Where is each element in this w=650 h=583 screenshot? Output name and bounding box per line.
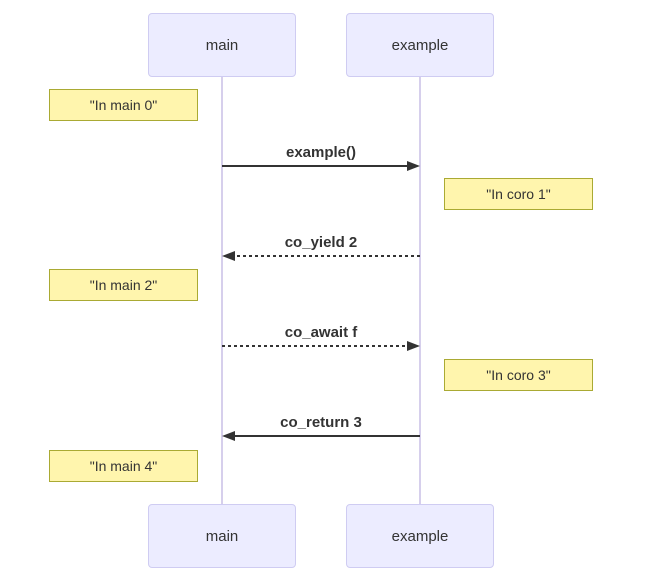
message-label-co-yield: co_yield 2 <box>284 234 358 251</box>
participant-box-example-top: example <box>346 13 494 77</box>
participant-label-main: main <box>205 527 239 545</box>
note-text: "In main 0" <box>89 97 158 113</box>
note-text: "In coro 3" <box>486 367 551 383</box>
participant-box-example-bottom: example <box>346 504 494 568</box>
note-in-main-2: "In main 2" <box>49 269 198 301</box>
note-text: "In main 4" <box>89 458 158 474</box>
participant-box-main-top: main <box>148 13 296 77</box>
participant-label-example: example <box>391 36 449 54</box>
lifeline-main <box>221 77 223 504</box>
participant-box-main-bottom: main <box>148 504 296 568</box>
participant-label-main: main <box>205 36 239 54</box>
note-text: "In coro 1" <box>486 186 551 202</box>
note-in-main-0: "In main 0" <box>49 89 198 121</box>
note-in-coro-1: "In coro 1" <box>444 178 593 210</box>
message-label-example-call: example() <box>285 144 357 161</box>
lifeline-example <box>419 77 421 504</box>
participant-label-example: example <box>391 527 449 545</box>
message-label-co-return: co_return 3 <box>280 414 362 431</box>
note-in-main-4: "In main 4" <box>49 450 198 482</box>
note-in-coro-3: "In coro 3" <box>444 359 593 391</box>
arrowhead-right-icon <box>407 161 420 171</box>
note-text: "In main 2" <box>89 277 158 293</box>
arrowhead-left-icon <box>222 251 235 261</box>
message-label-co-await: co_await f <box>284 324 358 341</box>
arrowhead-right-icon <box>407 341 420 351</box>
arrowhead-left-icon <box>222 431 235 441</box>
